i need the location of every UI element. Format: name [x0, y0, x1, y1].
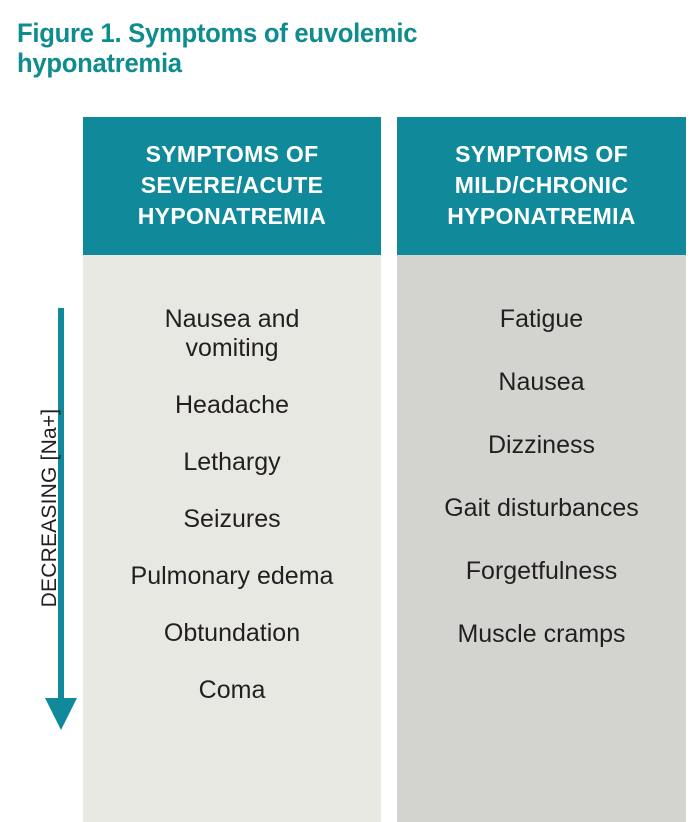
decreasing-sodium-axis: DECREASING [Na+]	[0, 300, 80, 740]
symptom-item: Seizures	[183, 505, 281, 533]
symptom-item: Lethargy	[183, 448, 281, 476]
symptom-item: Dizziness	[488, 431, 595, 459]
figure-title: Figure 1. Symptoms of euvolemic hyponatr…	[17, 18, 418, 78]
symptoms-column-severe-acute: SYMPTOMS OF SEVERE/ACUTE HYPONATREMIA Na…	[83, 117, 381, 822]
arrow-down-icon	[45, 698, 77, 730]
symptom-item: Nausea and vomiting	[164, 305, 300, 362]
axis-arrow-line	[58, 308, 64, 702]
symptom-item: Pulmonary edema	[130, 562, 334, 590]
column-header-severe-acute: SYMPTOMS OF SEVERE/ACUTE HYPONATREMIA	[83, 117, 381, 255]
symptom-item: Gait disturbances	[444, 494, 639, 522]
symptom-item: Coma	[198, 676, 266, 704]
symptom-item: Forgetfulness	[465, 557, 618, 585]
column-header-mild-chronic: SYMPTOMS OF MILD/CHRONIC HYPONATREMIA	[397, 117, 686, 255]
symptom-item: Muscle cramps	[457, 620, 626, 648]
symptom-item: Obtundation	[163, 619, 301, 647]
symptoms-column-mild-chronic: SYMPTOMS OF MILD/CHRONIC HYPONATREMIA Fa…	[397, 117, 686, 822]
symptom-item: Nausea	[498, 368, 585, 396]
symptom-item: Headache	[175, 391, 289, 419]
symptom-item: Fatigue	[499, 305, 584, 333]
axis-label: DECREASING [Na+]	[38, 408, 61, 608]
